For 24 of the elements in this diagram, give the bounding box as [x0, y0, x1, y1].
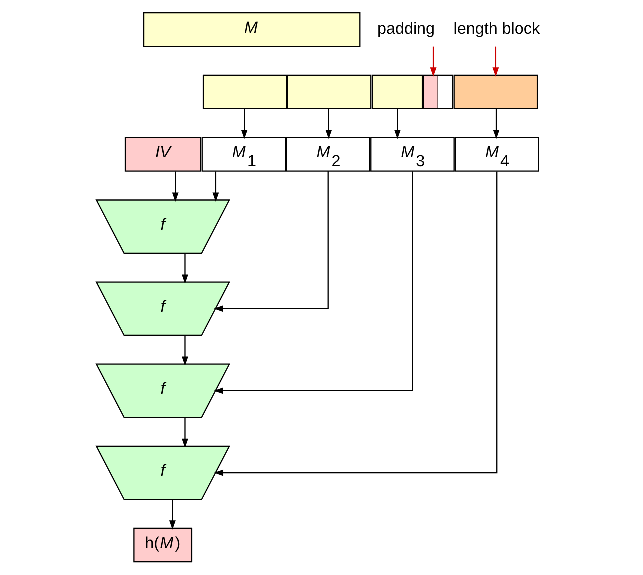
node-box [286, 74, 372, 110]
arrow [213, 172, 413, 394]
arrow [394, 109, 400, 140]
arrow [182, 254, 188, 284]
node-box [453, 74, 538, 110]
arrow [212, 172, 219, 202]
arrow [168, 500, 176, 530]
node-text: length block [453, 20, 540, 38]
node-box: M [142, 12, 360, 48]
node-box [202, 74, 287, 110]
arrow [182, 336, 188, 366]
arrow [214, 172, 498, 476]
arrow [172, 172, 178, 202]
arrow [214, 171, 328, 312]
node-box: IV [124, 137, 201, 172]
arrow [430, 46, 436, 77]
node-box: h(M) [133, 528, 192, 563]
arrow [240, 109, 248, 140]
arrow [492, 109, 500, 140]
arrow [492, 46, 499, 77]
node-box [372, 74, 423, 110]
node-text: padding [376, 20, 435, 38]
arrow [325, 109, 332, 140]
arrow [182, 418, 188, 448]
